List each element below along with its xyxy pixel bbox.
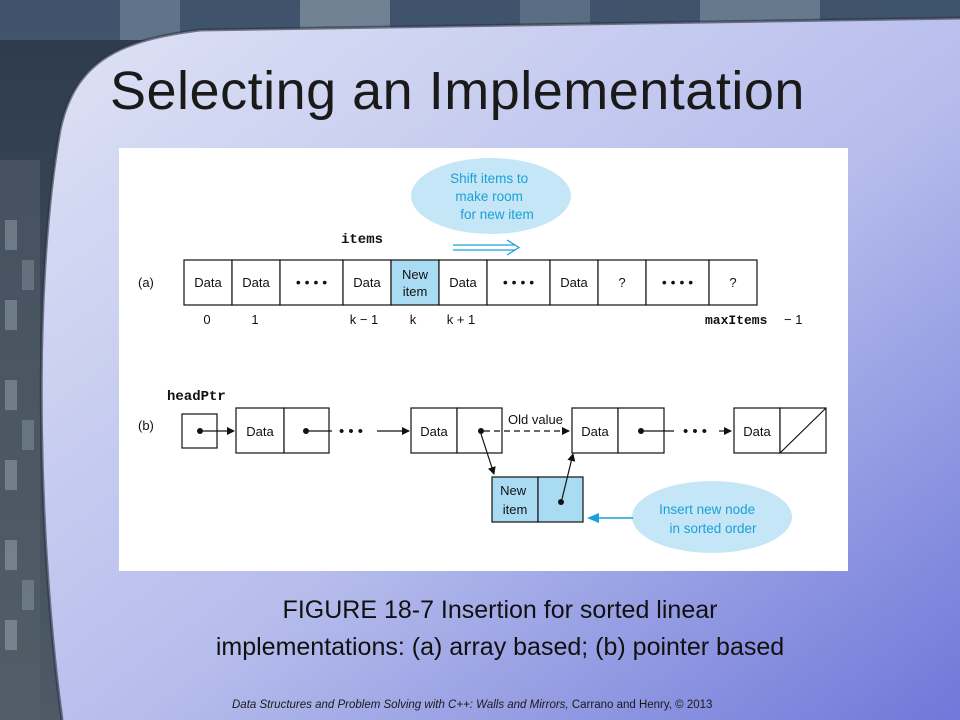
- array-cell-3-text: Data: [353, 275, 381, 290]
- array-cell-10: [708, 259, 758, 306]
- list-node-2: Data: [410, 407, 503, 454]
- footer-authors: Carrano and Henry, © 2013: [571, 699, 713, 711]
- node-1-data: Data: [246, 424, 274, 439]
- array-name-items: items: [341, 232, 383, 248]
- insert-callout-line-2: in sorted order: [669, 521, 757, 536]
- array-cell-5: [438, 259, 488, 306]
- array-cell-0-text: Data: [194, 275, 222, 290]
- new-node: New item: [491, 476, 584, 523]
- ellipsis-1: • • •: [339, 423, 363, 440]
- head-ptr-dot: [197, 428, 203, 434]
- list-node-3: Data: [571, 407, 674, 454]
- arrow-new-node-to-node-3: [561, 453, 576, 500]
- insert-node-callout: [632, 481, 792, 553]
- list-node-1: Data: [235, 407, 332, 454]
- array-cell-8-text: ?: [618, 275, 625, 290]
- footer-book-title: Data Structures and Problem Solving with…: [232, 699, 569, 711]
- array-cell-10-text: ?: [729, 275, 736, 290]
- node-2-data: Data: [420, 424, 448, 439]
- caption-line-1: FIGURE 18-7 Insertion for sorted linear: [282, 596, 718, 624]
- figure-caption: FIGURE 18-7 Insertion for sorted linear …: [100, 592, 900, 666]
- new-node-line-1: New: [500, 483, 527, 498]
- array-cell-3: [342, 259, 392, 306]
- array-cell-6-text: • • • •: [503, 274, 534, 290]
- index-k-minus-1: k − 1: [350, 312, 379, 327]
- node-3-data: Data: [581, 424, 609, 439]
- svg-text:Insert new node in sorted: Insert new node in sorted order: [659, 502, 759, 536]
- caption-line-2: implementations: (a) array based; (b) po…: [215, 633, 785, 661]
- array-cell-5-text: Data: [449, 275, 477, 290]
- last-node-data: Data: [743, 424, 771, 439]
- array-cell-6: [486, 259, 551, 306]
- array-cell-2-text: • • • •: [296, 274, 327, 290]
- index-k: k: [410, 312, 417, 327]
- figure-18-7-diagram: (a) Shift items to make room for new ite…: [119, 148, 848, 571]
- list-node-last: Data: [733, 407, 827, 454]
- index-0: 0: [203, 312, 210, 327]
- insert-callout-line-1: Insert new node: [659, 502, 755, 517]
- head-ptr-name: headPtr: [167, 389, 226, 405]
- array-cell-9: [645, 259, 710, 306]
- svg-text:New item: New item: [500, 483, 530, 517]
- slide-title: Selecting an Implementation: [110, 61, 805, 121]
- shift-items-callout: [411, 158, 571, 234]
- array-indices: 0 1 k − 1 k k + 1 maxItems − 1: [203, 312, 802, 328]
- new-node-line-2: item: [503, 502, 528, 517]
- shift-callout-text: Shift items to make room for new item: [450, 171, 534, 222]
- array-cell-7: [549, 259, 599, 306]
- array-cell-1-text: Data: [242, 275, 270, 290]
- shift-callout-line-3: for new item: [460, 207, 534, 222]
- index-1: 1: [251, 312, 258, 327]
- array-cell-8: [597, 259, 647, 306]
- slide-footer: Data Structures and Problem Solving with…: [232, 699, 872, 711]
- shift-callout-line-1: Shift items to: [450, 171, 528, 186]
- arrow-to-new-node: [480, 433, 496, 475]
- array-cell-7-text: Data: [560, 275, 588, 290]
- part-b-label: (b): [138, 418, 154, 433]
- index-k-plus-1: k + 1: [447, 312, 476, 327]
- shift-callout-line-2: make room: [455, 189, 523, 204]
- array-cell-2: [279, 259, 344, 306]
- array-cell-9-text: • • • •: [662, 274, 693, 290]
- array-cell-1: [231, 259, 281, 306]
- old-value-label: Old value: [508, 412, 563, 427]
- part-a-label: (a): [138, 275, 154, 290]
- shift-right-arrow: [453, 239, 521, 256]
- max-items-suffix: − 1: [784, 312, 802, 327]
- ellipsis-2: • • •: [683, 423, 707, 440]
- max-items-name: maxItems: [705, 313, 768, 328]
